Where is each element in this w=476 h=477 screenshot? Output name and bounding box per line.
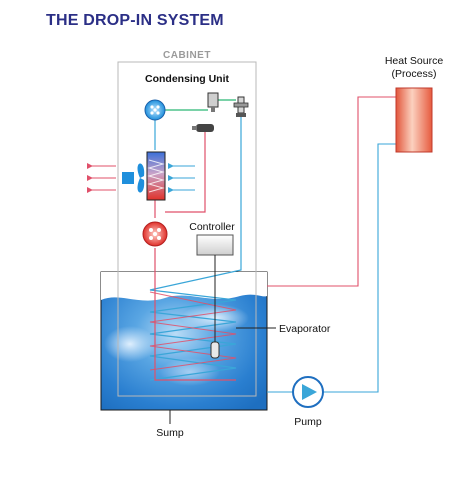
cabinet-label: CABINET	[163, 50, 211, 61]
condenser-icon	[146, 151, 166, 201]
controller-label: Controller	[189, 221, 235, 233]
process-cold-line	[267, 143, 396, 393]
airflow-in-arrows	[168, 163, 195, 193]
evaporator-label: Evaporator	[279, 323, 331, 335]
diagram-title: THE DROP-IN SYSTEM	[46, 12, 224, 29]
airflow-out-arrows	[87, 163, 116, 193]
process-hot-line	[267, 96, 396, 287]
heat-source-label: Heat Source	[385, 55, 444, 67]
pump-icon	[292, 376, 324, 408]
heat-source-sublabel: (Process)	[392, 68, 437, 80]
compressor-icon	[144, 99, 166, 121]
filter-drier-icon	[192, 124, 214, 132]
sump-label: Sump	[156, 427, 184, 439]
cabinet-outline	[117, 61, 257, 397]
hot-refrigerant-line	[149, 132, 237, 381]
heat-source	[395, 87, 433, 153]
compressor-hot-icon	[142, 221, 168, 247]
expansion-valve-icon	[233, 96, 249, 117]
cold-refrigerant-line	[149, 116, 242, 381]
receiver-icon	[207, 92, 219, 112]
fan-icon	[122, 163, 145, 193]
controller	[196, 234, 234, 359]
pump-label: Pump	[294, 416, 322, 428]
condensing-unit-label: Condensing Unit	[145, 73, 229, 85]
refrigerant-line	[160, 99, 236, 111]
